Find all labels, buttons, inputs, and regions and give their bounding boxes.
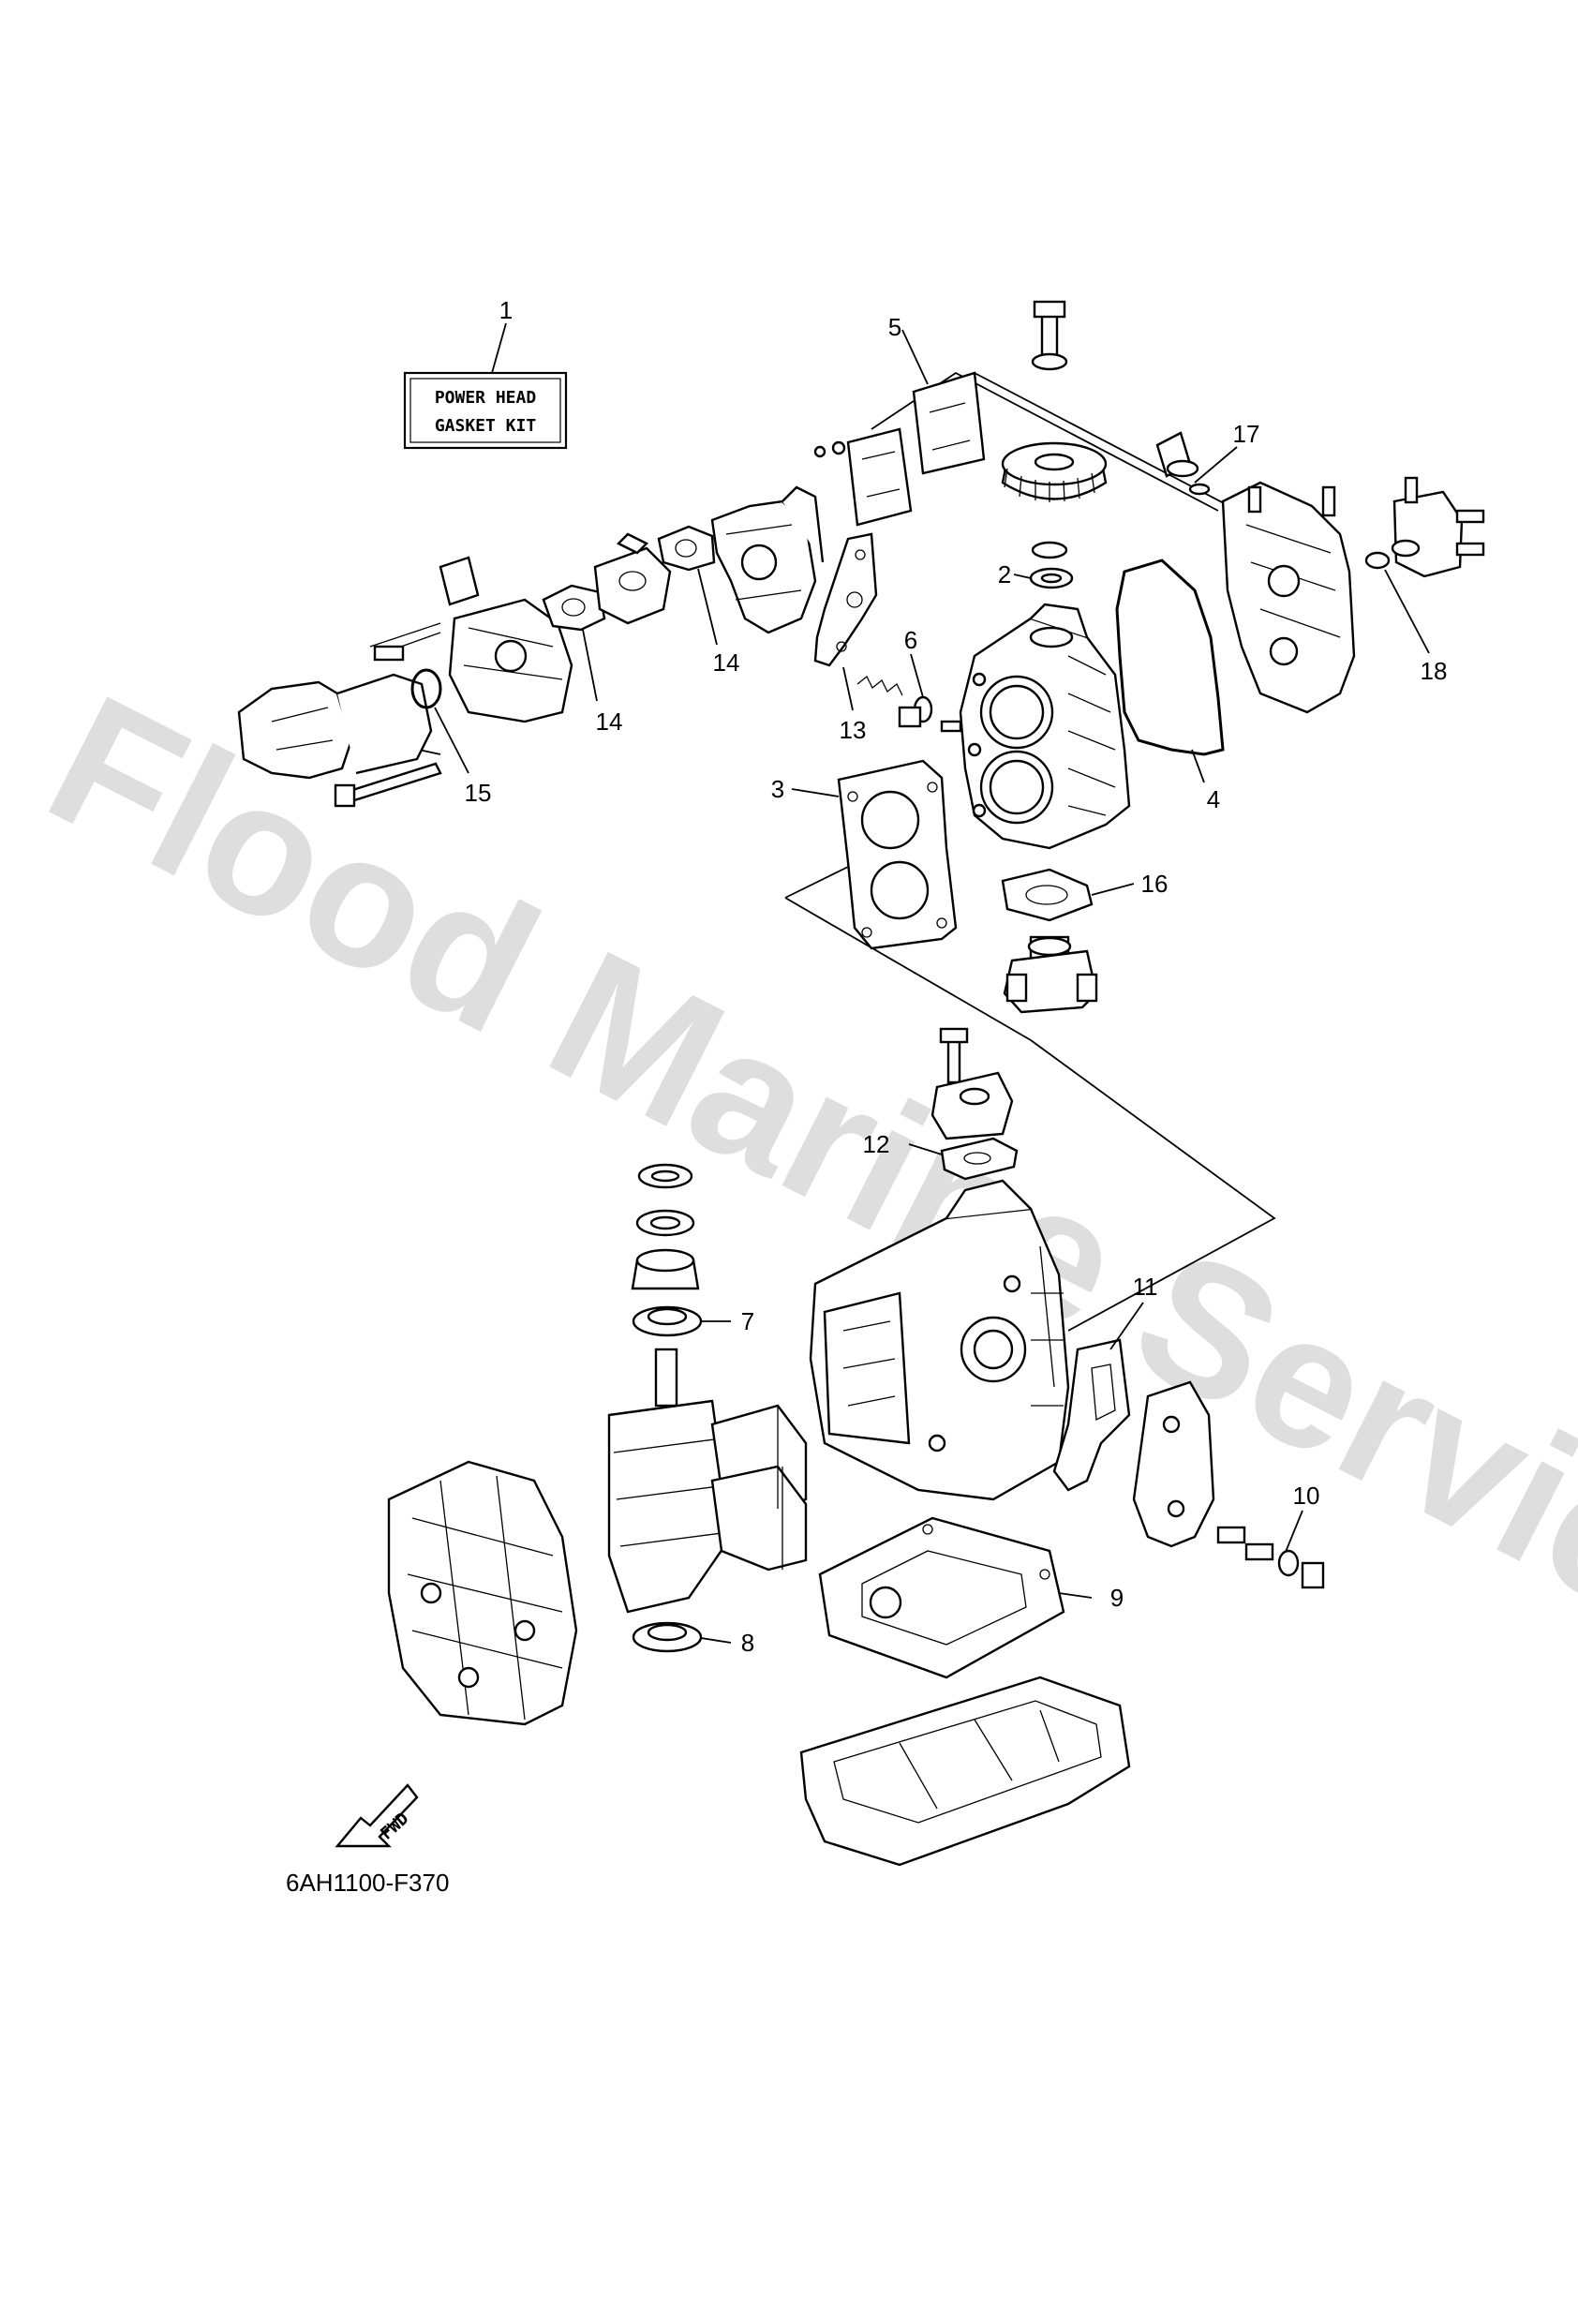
cylinder-head: [959, 603, 1131, 850]
callout-16: 16: [1141, 870, 1169, 898]
carb-gasket-1: [542, 584, 606, 632]
callout-14-lower: 14: [596, 708, 623, 736]
intake-manifold: [593, 532, 672, 625]
intake-manifold-main: [710, 485, 825, 634]
filler-cap: [1155, 431, 1211, 496]
gasket-kit-label: POWER HEAD GASKET KIT: [403, 371, 568, 450]
assembly-guide-lines: [374, 371, 1276, 1332]
kit-label-line2: GASKET KIT: [435, 416, 537, 436]
callout-14-upper: 14: [713, 648, 740, 677]
crankcase: [387, 1460, 578, 1726]
callout-4: 4: [1207, 785, 1220, 813]
exhaust-cover-gasket: [1052, 1338, 1131, 1492]
intake-silencer: [237, 673, 433, 780]
cover-plates: [813, 371, 986, 527]
callout-9: 9: [1110, 1584, 1124, 1612]
carb-gasket-2: [657, 525, 716, 572]
callout-leaders: [434, 322, 1430, 1644]
kit-label-line1: POWER HEAD: [435, 388, 537, 408]
exhaust-cover: [1132, 1380, 1215, 1548]
oil-pump-gasket: [940, 1137, 1019, 1181]
callout-6: 6: [904, 626, 917, 654]
crank-bearings: [631, 1163, 700, 1290]
callout-7: 7: [741, 1307, 754, 1335]
callout-17: 17: [1233, 420, 1260, 448]
callout-2: 2: [998, 560, 1011, 588]
fuel-pump: [1364, 476, 1485, 578]
callout-5: 5: [888, 313, 901, 341]
callout-3: 3: [771, 775, 784, 803]
callout-13: 13: [840, 716, 867, 744]
thermostat-gasket: [1001, 868, 1094, 922]
callout-18: 18: [1421, 657, 1448, 685]
callout-15: 15: [465, 779, 492, 807]
oil-pan-gasket: [818, 1516, 1065, 1679]
crankshaft-pistons: [607, 1348, 808, 1614]
cylinder-block: [809, 1179, 1070, 1501]
gasket-13: [813, 532, 878, 667]
drain-plug: [1216, 1526, 1325, 1589]
head-gasket: [837, 759, 958, 950]
thermostat-housing: [1003, 935, 1098, 1014]
oil-seal-upper: [632, 1305, 703, 1337]
callout-8: 8: [741, 1629, 754, 1657]
oring-15: [410, 668, 442, 709]
diagram-code: 6AH1100-F370: [286, 1869, 449, 1897]
oil-pan: [799, 1676, 1131, 1867]
callout-10: 10: [1293, 1482, 1320, 1510]
fwd-arrow-icon: FWD: [335, 1783, 419, 1848]
spring-oring: [856, 675, 962, 733]
intake-bolt: [334, 762, 442, 808]
oil-seal-lower: [632, 1621, 703, 1653]
callout-labels: 1 2 3 4 5 6 7 8 9 10 11 12 13 14 14 15 1…: [465, 296, 1448, 1657]
callout-1: 1: [499, 296, 513, 324]
callout-12: 12: [863, 1130, 890, 1158]
head-cover: [1221, 481, 1356, 714]
head-cover-gasket: [1115, 559, 1225, 756]
carburetor: [369, 556, 573, 723]
oil-pump: [930, 1027, 1014, 1140]
gasket-13-holes: [836, 549, 866, 652]
callout-11: 11: [1133, 1273, 1158, 1301]
watermark: Flood Marine Services: [19, 656, 1578, 1745]
timing-pulley: [1001, 300, 1108, 589]
